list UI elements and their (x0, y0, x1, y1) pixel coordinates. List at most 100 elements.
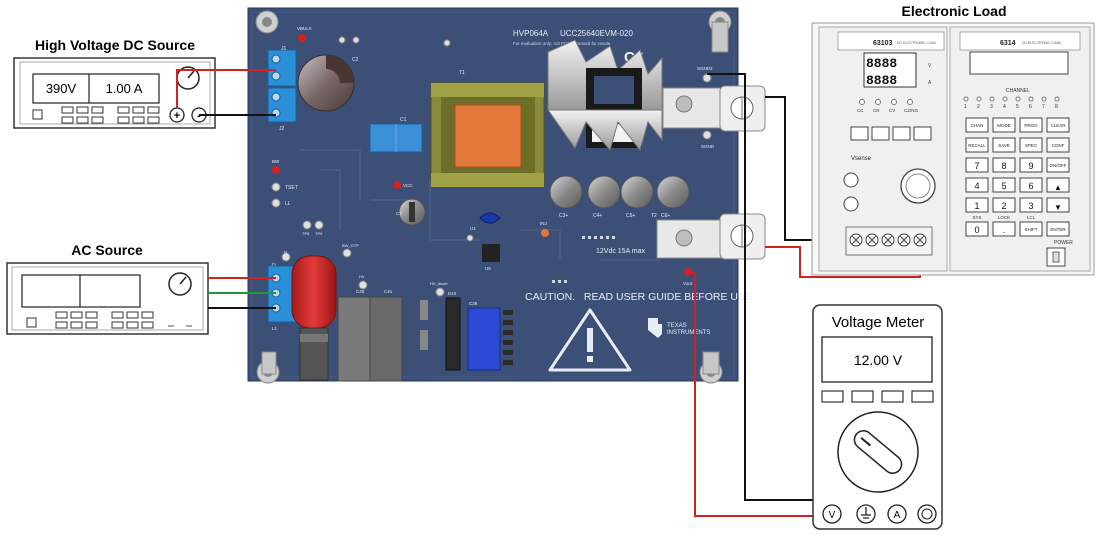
svg-text:HV_diode: HV_diode (430, 281, 448, 286)
svg-text:J2: J2 (279, 126, 285, 132)
blue-diode (479, 212, 501, 224)
svg-text:VCC: VCC (403, 183, 413, 188)
svg-text:C4+: C4+ (593, 213, 602, 219)
svg-text:CZ/NG: CZ/NG (904, 108, 918, 113)
svg-text:MODE: MODE (997, 123, 1011, 128)
svg-text:CHANNEL: CHANNEL (1006, 88, 1030, 94)
svg-text:DC ELECTRONIC LOAD: DC ELECTRONIC LOAD (897, 41, 937, 45)
svg-text:C6+: C6+ (661, 213, 670, 219)
svg-text:SGND2: SGND2 (697, 66, 713, 71)
svg-text:6314: 6314 (1000, 40, 1016, 47)
ti-brand-line2: INSTRUMENTS (667, 330, 710, 336)
svg-text:CLEAR: CLEAR (1050, 123, 1066, 128)
hv-voltage-readout: 390V (46, 81, 77, 96)
svg-text:CHAN: CHAN (971, 123, 984, 128)
svg-text:+: + (174, 110, 180, 122)
svg-text:INJ: INJ (540, 221, 547, 226)
svg-text:C5+: C5+ (626, 213, 635, 219)
svg-text:LL: LL (285, 201, 291, 207)
svg-text:▼: ▼ (1054, 203, 1062, 212)
wire-meter-voltage (688, 272, 827, 517)
svg-text:SGND: SGND (701, 144, 715, 149)
test-points (271, 36, 712, 297)
svg-text:LCL: LCL (1027, 215, 1036, 220)
transformer-t1 (430, 82, 545, 188)
meter-a-jack[interactable] (887, 504, 907, 524)
svg-text:1: 1 (974, 201, 979, 211)
svg-text:5: 5 (1001, 181, 1006, 191)
svg-text:HV: HV (359, 274, 365, 279)
svg-text:A: A (894, 510, 901, 521)
svg-text:POWER: POWER (1054, 240, 1073, 246)
output-rating: 12Vdc 15A max (596, 248, 646, 255)
svg-text:D10: D10 (448, 291, 457, 296)
hv-dc-source: High Voltage DC Source 390V 1.00 A + - (13, 37, 216, 129)
svg-text:J1: J1 (281, 46, 287, 52)
svg-text:C2: C2 (352, 57, 359, 63)
svg-text:CV: CV (889, 108, 895, 113)
svg-text:V: V (928, 63, 932, 69)
board-eval-note: For evaluation only; not FCC approved fo… (513, 41, 612, 46)
hv-display (32, 73, 160, 104)
svg-text:7: 7 (974, 161, 979, 171)
svg-text:9: 9 (1028, 161, 1033, 171)
bulk-capacitor (297, 54, 355, 112)
caution-text: CAUTION. READ USER GUIDE BEFORE USE (525, 291, 752, 303)
svg-text:8: 8 (1001, 161, 1006, 171)
heatsink (547, 39, 663, 152)
svg-text:BW: BW (272, 159, 280, 164)
svg-text:CONF: CONF (1052, 143, 1065, 148)
electronic-load: Electronic Load 63103 DC ELECTRONIC LOAD… (811, 3, 1095, 276)
electronic-load-title: Electronic Load (901, 3, 1006, 19)
svg-text:.: . (1003, 225, 1006, 235)
svg-text:C3+: C3+ (559, 213, 568, 219)
svg-text:L1: L1 (272, 326, 278, 331)
output-capacitors (549, 175, 690, 209)
svg-text:T2: T2 (651, 213, 657, 219)
svg-text:VBULK: VBULK (297, 26, 312, 31)
svg-text:V: V (829, 510, 836, 521)
ac-source: AC Source (6, 242, 209, 335)
svg-text:A: A (928, 80, 932, 86)
board-name: HVP064A (513, 29, 549, 38)
board-model: UCC25640EVM-020 (560, 29, 633, 38)
output-busbar-bottom (656, 213, 766, 260)
svg-text:1: 1 (964, 104, 967, 110)
svg-text:PROG: PROG (1024, 123, 1038, 128)
svg-text:TSET: TSET (285, 185, 298, 191)
warning-triangle-icon (548, 308, 632, 372)
svg-text:BW_OTP: BW_OTP (342, 243, 359, 248)
svg-text:LOCK: LOCK (998, 215, 1010, 220)
ti-brand-line1: TEXAS (667, 323, 687, 329)
svg-text:C41: C41 (384, 289, 393, 294)
meter-display (821, 336, 933, 383)
svg-text:U5: U5 (485, 266, 491, 271)
svg-text:C39: C39 (469, 301, 478, 306)
hv-source-title: High Voltage DC Source (35, 37, 195, 53)
svg-text:0: 0 (974, 225, 979, 235)
common-mode-choke (291, 255, 337, 381)
svg-text:J3: J3 (271, 262, 276, 267)
svg-text:C7: C7 (396, 211, 402, 216)
load-terminals (845, 226, 933, 256)
svg-text:SHIFT: SHIFT (1025, 227, 1038, 232)
svg-text:C1: C1 (400, 117, 407, 123)
svg-text:Vout: Vout (683, 281, 693, 286)
hv-current-readout: 1.00 A (106, 81, 143, 96)
svg-text:SAVE: SAVE (998, 143, 1010, 148)
svg-text:63103: 63103 (873, 40, 893, 47)
ti-logo-icon (648, 318, 662, 338)
svg-text:4: 4 (974, 181, 979, 191)
wire-hv-positive (176, 69, 276, 108)
svg-text:RECALL: RECALL (968, 143, 986, 148)
load-display (863, 52, 917, 88)
standoff (255, 10, 732, 384)
svg-text:8: 8 (1055, 104, 1058, 110)
svg-text:CC: CC (857, 108, 864, 113)
evm-board: HVP064A UCC25640EVM-020 For evaluation o… (247, 7, 766, 384)
svg-text:8888: 8888 (866, 73, 897, 88)
meter-v-jack[interactable] (822, 504, 842, 524)
svg-text:ON/OFF: ON/OFF (1050, 163, 1067, 168)
svg-text:7: 7 (1042, 104, 1045, 110)
